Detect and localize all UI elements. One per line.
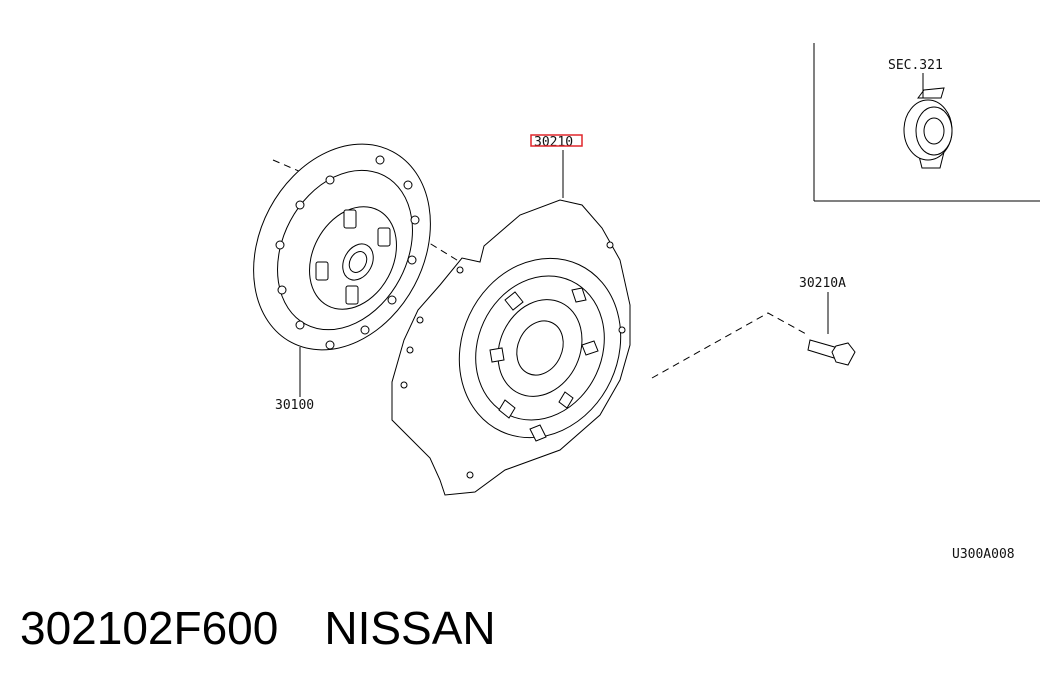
highlight-box [530, 134, 583, 147]
part-caption: 302102F600 NISSAN [20, 596, 496, 660]
bolt-drawing [807, 339, 856, 366]
drawing-code: U300A008 [952, 547, 1015, 562]
release-bearing-drawing [903, 87, 953, 169]
leader-lines [299, 150, 829, 397]
inset-box [813, 43, 1040, 202]
clutch-cover-drawing [391, 199, 631, 496]
label-30210a[interactable]: 30210A [799, 276, 846, 291]
label-30210[interactable]: 30210 [534, 135, 573, 150]
brand-name: NISSAN [324, 602, 496, 654]
label-30100[interactable]: 30100 [275, 398, 314, 413]
part-number: 302102F600 [20, 602, 279, 654]
label-sec-321[interactable]: SEC.321 [888, 58, 943, 73]
clutch-disc-drawing [253, 143, 431, 351]
